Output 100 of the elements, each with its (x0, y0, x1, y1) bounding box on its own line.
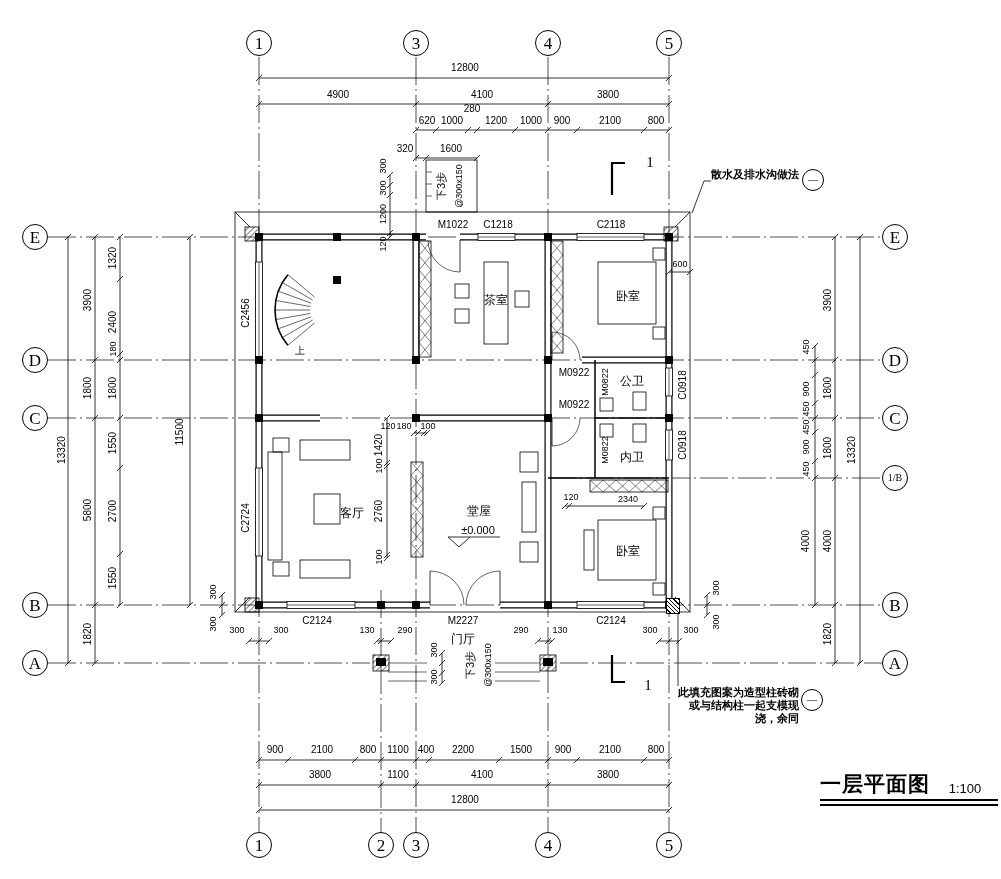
dimension-text: 800 (647, 116, 665, 126)
dimension-text: 1200 (484, 116, 508, 126)
window-code: C2124 (596, 616, 626, 626)
dimension-text: 100 (420, 421, 436, 431)
dimension-text: 3900 (823, 288, 833, 312)
axis-bubble: 5 (656, 832, 682, 858)
dimension-text: 5800 (83, 498, 93, 522)
dimension-text: 300 (711, 614, 721, 630)
section-number: 1 (646, 154, 654, 170)
dimension-text: 620 (418, 116, 436, 126)
dimension-text: 300 (711, 580, 721, 596)
dimension-text: 300 (429, 669, 439, 685)
dimension-text: 2100 (310, 745, 334, 755)
axis-bubble: B (882, 592, 908, 618)
door-code: M0822 (600, 368, 610, 396)
dimension-text: 2760 (374, 499, 384, 523)
section-number: 1 (644, 677, 652, 693)
scale-text: 1:100 (948, 781, 982, 795)
dimension-text: 1000 (519, 116, 543, 126)
room-name: 堂屋 (467, 505, 491, 517)
detail-index-symbol: — (801, 689, 823, 711)
axis-bubble: 5 (656, 30, 682, 56)
dimension-text: 300 (642, 625, 658, 635)
window-code: C1218 (483, 220, 513, 230)
dimension-text: 2100 (598, 116, 622, 126)
dimension-text: 100 (374, 549, 384, 565)
dimension-text: 900 (554, 745, 572, 755)
dimension-text: 450 (801, 339, 811, 355)
dimension-text: 3900 (83, 288, 93, 312)
door-code: M0922 (558, 368, 590, 378)
dimension-text: 120 (563, 492, 579, 502)
dimension-text: 450 (801, 419, 811, 435)
dimension-text: 4100 (470, 770, 494, 780)
axis-bubble: 1 (246, 30, 272, 56)
dimension-text: 1800 (108, 376, 118, 400)
dimension-text: 300 (378, 180, 388, 196)
dimension-text: 1100 (387, 745, 409, 755)
window-code: C2456 (241, 298, 251, 328)
dimension-text: 1500 (509, 745, 533, 755)
dimension-text: 3800 (308, 770, 332, 780)
axis-bubble: 4 (535, 30, 561, 56)
room-name: 内卫 (620, 451, 644, 463)
dimension-text: 4000 (823, 529, 833, 553)
room-name: 门厅 (451, 633, 475, 645)
dimension-text: 4900 (326, 90, 350, 100)
door-code: M1022 (437, 220, 469, 230)
dimension-text: 180 (108, 341, 118, 357)
axis-bubble: C (22, 405, 48, 431)
door-code: M0922 (558, 400, 590, 410)
dimension-text: 290 (513, 625, 529, 635)
dimension-text: 1000 (440, 116, 464, 126)
axis-bubble: E (22, 224, 48, 250)
stair-note: 下3步 (464, 650, 476, 680)
dimension-text: 300 (229, 625, 245, 635)
dimension-text: 300 (208, 616, 218, 632)
dimension-text: 130 (359, 625, 375, 635)
dimension-text: 2100 (598, 745, 622, 755)
dimension-text: 13320 (847, 436, 857, 464)
axis-bubble: A (22, 650, 48, 676)
dimension-text: 100 (374, 458, 384, 474)
room-name: 卧室 (616, 545, 640, 557)
drawing-title: 一层平面图 (820, 773, 930, 794)
axis-bubble: A (882, 650, 908, 676)
detail-index-symbol: — (802, 169, 824, 191)
dimension-text: 900 (801, 381, 811, 397)
dimension-text: 2700 (108, 499, 118, 523)
leader-line (677, 613, 679, 687)
dimension-text: 1800 (823, 376, 833, 400)
dimension-text: 130 (552, 625, 568, 635)
window-code: C2724 (241, 503, 251, 533)
window-code: C0918 (678, 430, 688, 460)
dimension-text: 1200 (378, 204, 388, 224)
axis-bubble: 4 (535, 832, 561, 858)
dimension-text: 12800 (451, 795, 479, 805)
dimension-text: 900 (266, 745, 284, 755)
axis-bubble: B (22, 592, 48, 618)
dimension-text: 2400 (108, 310, 118, 334)
stair-note: @300x150 (454, 164, 464, 208)
axis-bubble: 3 (403, 30, 429, 56)
room-name: 公卫 (620, 375, 644, 387)
dimension-text: 1420 (374, 433, 384, 457)
dimension-text: 4100 (470, 90, 494, 100)
dimension-text: 2340 (618, 494, 638, 504)
axis-bubble: D (882, 347, 908, 373)
window-code: C2118 (596, 220, 626, 230)
dimension-text: 450 (801, 401, 811, 417)
dimension-text: 1820 (823, 622, 833, 646)
axis-bubble: 2 (368, 832, 394, 858)
axis-bubble: 1/B (882, 465, 908, 491)
dimension-text: 11500 (175, 418, 185, 446)
dimension-text: 900 (553, 116, 571, 126)
dimension-text: 1820 (83, 622, 93, 646)
dimension-text: 300 (378, 158, 388, 174)
stair-note: 上 (295, 346, 305, 356)
dimension-text: 120 (378, 236, 388, 252)
dimension-text: 1550 (108, 431, 118, 455)
dimension-text: 290 (397, 625, 413, 635)
decorative-column (666, 598, 680, 614)
dimension-text: 12800 (451, 63, 479, 73)
dimension-text: 3800 (596, 90, 620, 100)
